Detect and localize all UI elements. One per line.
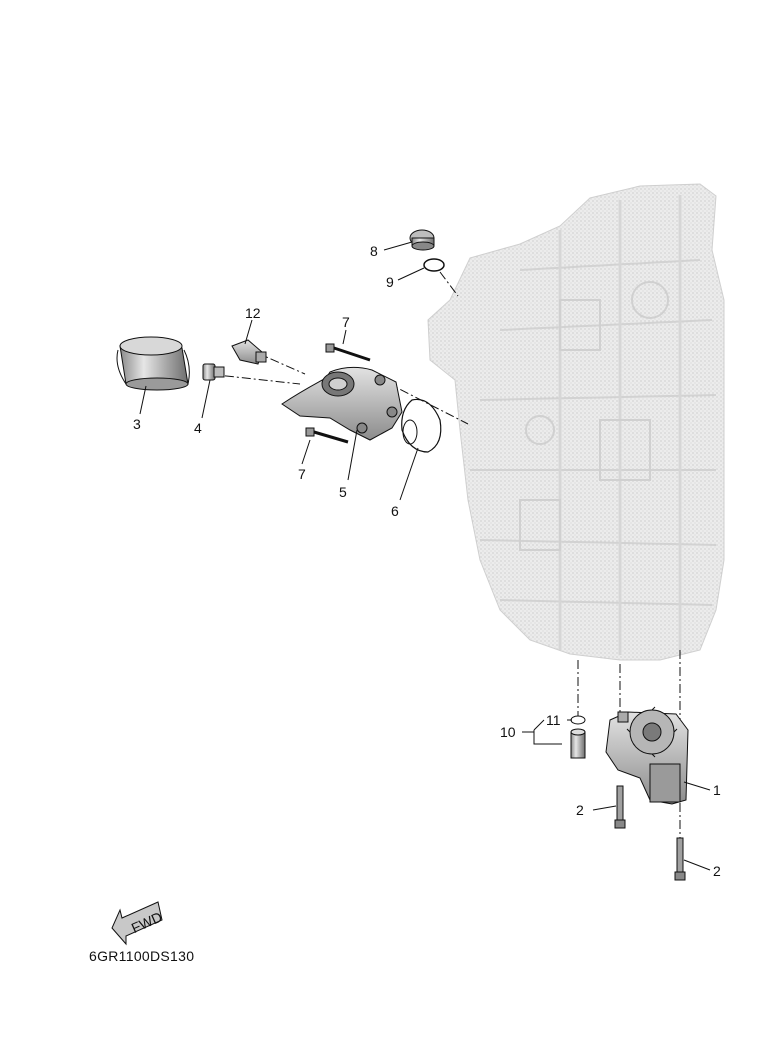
callout-1: 1 [713,782,721,798]
engine-block [427,183,725,661]
o-ring [423,258,445,272]
callout-2: 2 [576,802,584,818]
leader-lines [139,241,711,871]
callout-9: 9 [386,274,394,290]
callout-4: 4 [194,420,202,436]
dowel-o-ring [570,715,586,725]
callout-11: 11 [546,712,561,728]
callout-8: 8 [370,243,378,259]
callout-2: 2 [713,863,721,879]
drawing-code: 6GR1100DS130 [89,948,195,964]
bracket-bolt-lower [305,427,349,444]
oil-filter [116,336,190,391]
pressure-sensor [231,339,267,365]
callout-7: 7 [298,466,306,482]
pump-bolt-left [614,785,626,829]
dowel-collar [570,728,586,759]
callout-7: 7 [342,314,350,330]
filler-cap [409,229,435,251]
fwd-arrow-icon: FWD [111,901,164,946]
pump-bolt-right [674,837,686,881]
bracket-bolt-upper [325,343,371,362]
callout-6: 6 [391,503,399,519]
callout-5: 5 [339,484,347,500]
filter-bracket [281,366,403,441]
callout-10: 10 [500,724,516,740]
callout-12: 12 [245,305,261,321]
callout-3: 3 [133,416,141,432]
union-bolt [202,363,225,381]
gasket [401,398,442,453]
oil-pump [605,706,689,805]
